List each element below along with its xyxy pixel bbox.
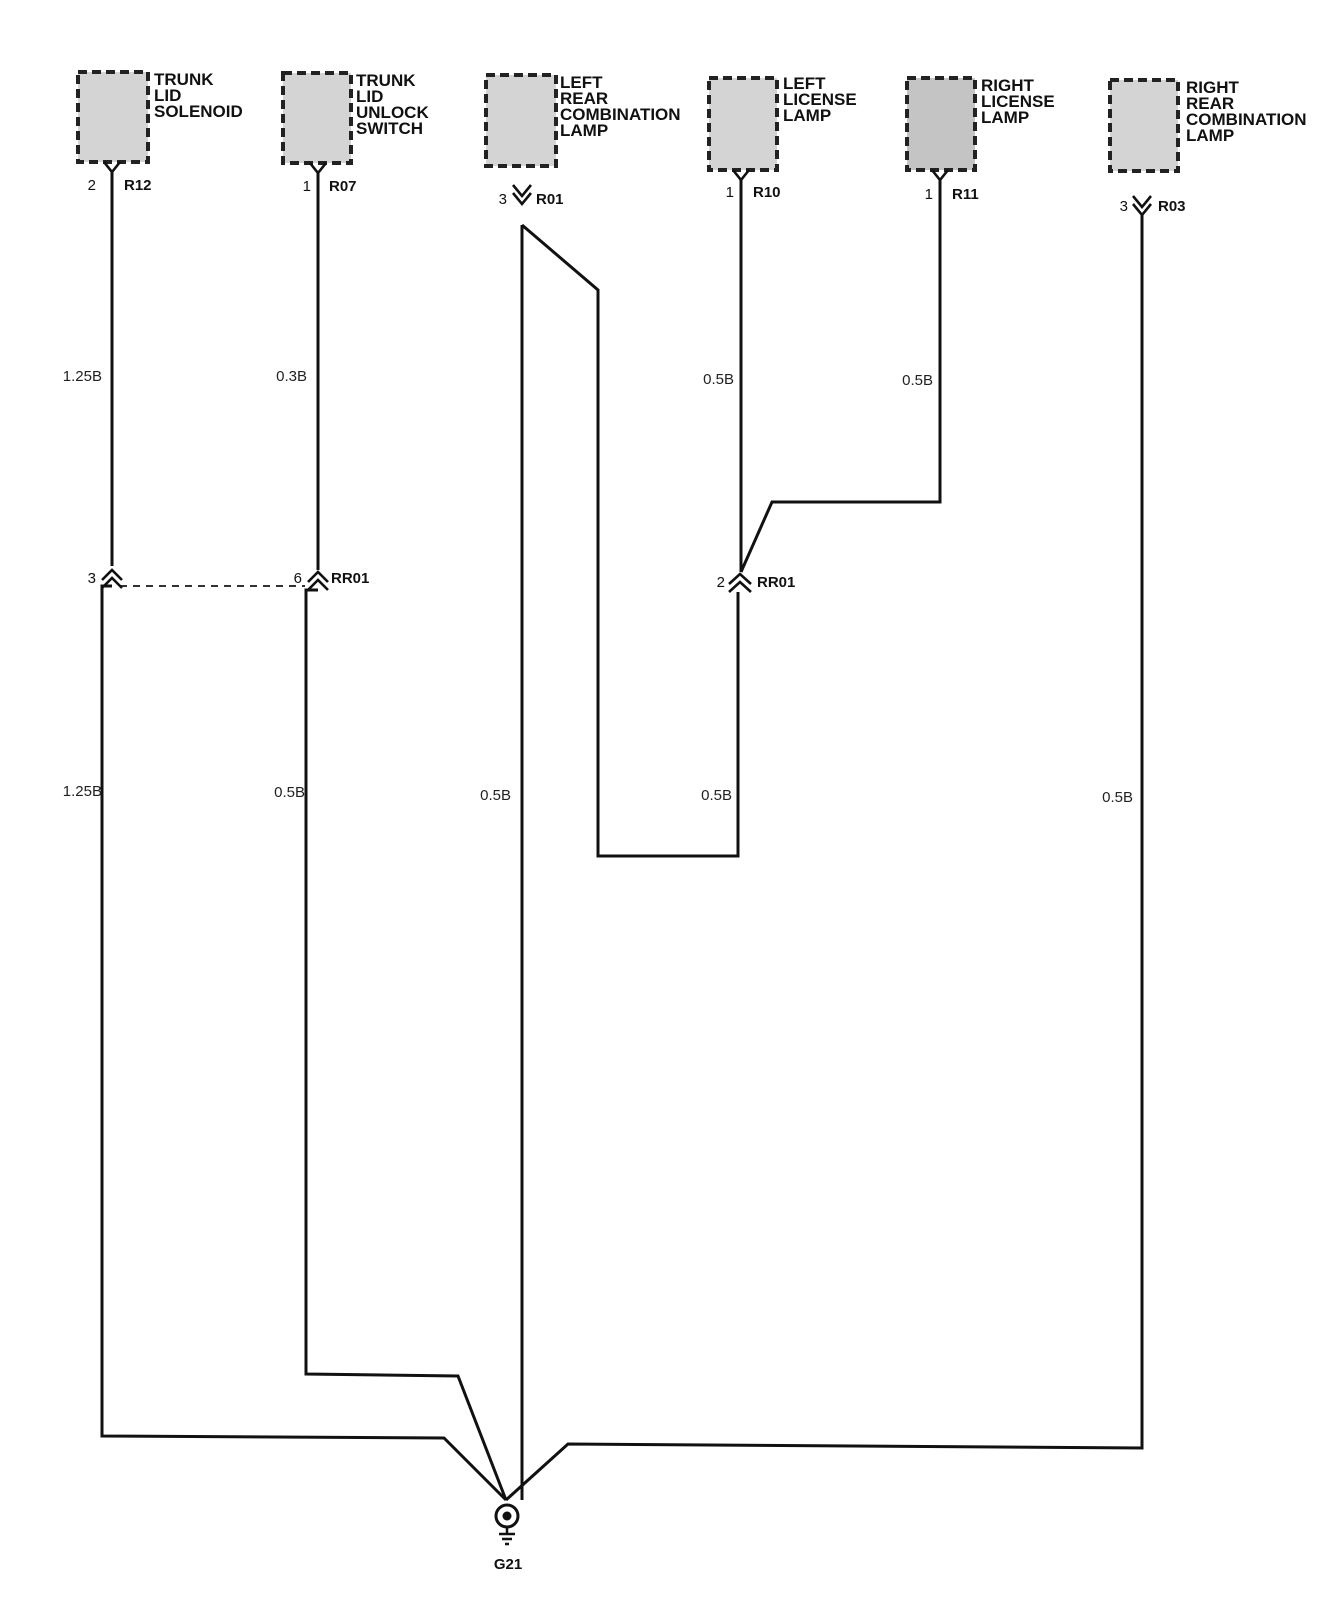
wire-label: 0.5B bbox=[701, 787, 732, 804]
wire-label: 0.3B bbox=[276, 368, 307, 385]
component-right-license-lamp: RIGHT LICENSE LAMP bbox=[905, 76, 1059, 172]
wire-label: 0.5B bbox=[902, 372, 933, 389]
ground-label: G21 bbox=[494, 1556, 522, 1573]
left-rear-combination-lamp-box bbox=[484, 73, 558, 168]
component-label-line: REAR bbox=[560, 89, 608, 108]
ground-g21: G21 bbox=[494, 1503, 522, 1573]
wire-left-rear-combination-lamp-loop bbox=[521, 223, 740, 858]
connector-name: R11 bbox=[952, 186, 979, 203]
inline-connector-name: RR01 bbox=[757, 574, 795, 591]
connector-r03: 3 R03 bbox=[1120, 195, 1186, 218]
svg-text:TRUNK LID SOLENOID: TRUNK LID SOLENOID bbox=[154, 70, 243, 121]
component-label-line: COMBINATION bbox=[1186, 110, 1307, 129]
wire-label: 0.5B bbox=[703, 371, 734, 388]
right-license-lamp-box bbox=[905, 76, 977, 172]
component-label-line: RIGHT bbox=[1186, 78, 1240, 97]
component-trunk-lid-solenoid: TRUNK LID SOLENOID bbox=[76, 70, 243, 164]
component-label-line: LEFT bbox=[783, 74, 826, 93]
component-left-rear-combination-lamp: LEFT REAR COMBINATION LAMP bbox=[484, 73, 685, 168]
wire-right-license-lamp bbox=[739, 180, 942, 573]
left-license-lamp-box bbox=[707, 76, 779, 172]
connector-symbol-icon bbox=[930, 169, 950, 183]
connector-r12: 2 R12 bbox=[88, 161, 152, 194]
connector-symbol-icon bbox=[511, 192, 533, 207]
connector-name: R03 bbox=[1158, 198, 1186, 215]
wire-label: 0.5B bbox=[1102, 789, 1133, 806]
svg-text:LEFT LICENSE LAMP: LEFT LICENSE LAMP bbox=[783, 74, 861, 125]
component-label-line: LEFT bbox=[560, 73, 603, 92]
connector-symbol-icon bbox=[1131, 195, 1153, 210]
connector-name: R10 bbox=[753, 184, 781, 201]
wire-label: 1.25B bbox=[63, 783, 102, 800]
component-label-line: TRUNK bbox=[356, 71, 416, 90]
component-label-line: RIGHT bbox=[981, 76, 1035, 95]
component-label-line: LAMP bbox=[981, 108, 1029, 127]
connector-pin: 2 bbox=[88, 177, 96, 194]
connector-r10: 1 R10 bbox=[726, 169, 781, 201]
component-label-line: LAMP bbox=[783, 106, 831, 125]
inline-connector-rr01-pin3: 3 bbox=[88, 568, 123, 589]
inline-connector-symbol-icon bbox=[307, 578, 329, 591]
component-right-rear-combination-lamp: RIGHT REAR COMBINATION LAMP bbox=[1108, 78, 1311, 173]
inline-connector-symbol-icon bbox=[101, 576, 123, 589]
svg-text:LEFT REAR COMBINAT: LEFT REAR COMBINATION LAMP bbox=[560, 73, 685, 140]
component-label-line: LICENSE bbox=[783, 90, 857, 109]
svg-text:RIGHT LICENSE LAMP: RIGHT LICENSE LAMP bbox=[981, 76, 1059, 127]
connector-r01: 3 R01 bbox=[499, 184, 564, 208]
wire-right-rear-combination-lamp bbox=[504, 215, 1144, 1502]
right-rear-combination-lamp-box bbox=[1108, 78, 1180, 173]
component-label-line: TRUNK bbox=[154, 70, 214, 89]
svg-text:RIGHT REAR COMBINA: RIGHT REAR COMBINATION LAMP bbox=[1186, 78, 1311, 145]
inline-connector-symbol-icon bbox=[728, 580, 752, 593]
inline-connector-symbol-icon bbox=[728, 572, 752, 585]
inline-connector-rr01-pin6: 6 RR01 bbox=[294, 570, 369, 591]
wire-label: 0.5B bbox=[274, 784, 305, 801]
connector-name: R12 bbox=[124, 177, 152, 194]
connector-pin: 1 bbox=[303, 178, 311, 195]
wire-label: 0.5B bbox=[480, 787, 511, 804]
inline-connector-pin: 6 bbox=[294, 570, 302, 587]
component-label-line: LID bbox=[154, 86, 181, 105]
connector-pin: 1 bbox=[726, 184, 734, 201]
component-label-line: LICENSE bbox=[981, 92, 1055, 111]
inline-connector-symbol-icon bbox=[307, 570, 329, 583]
component-label-line: REAR bbox=[1186, 94, 1234, 113]
inline-connector-symbol-icon bbox=[101, 568, 123, 581]
component-label-line: SOLENOID bbox=[154, 102, 243, 121]
trunk-lid-unlock-switch-box bbox=[281, 71, 353, 165]
ground-terminal-center-icon bbox=[502, 1511, 512, 1521]
wire-label: 1.25B bbox=[63, 368, 102, 385]
wire-trunk-lid-solenoid-lower bbox=[100, 584, 508, 1502]
component-label-line: COMBINATION bbox=[560, 105, 681, 124]
component-label-line: SWITCH bbox=[356, 119, 423, 138]
connector-name: R01 bbox=[536, 191, 564, 208]
inline-connector-pin: 3 bbox=[88, 570, 96, 587]
svg-text:TRUNK LID UNLOCK: TRUNK LID UNLOCK SWITCH bbox=[356, 71, 433, 138]
wire-trunk-lid-unlock-switch-lower bbox=[304, 588, 508, 1501]
component-label-line: LID bbox=[356, 87, 383, 106]
connector-pin: 1 bbox=[925, 186, 933, 203]
connector-r07: 1 R07 bbox=[303, 162, 357, 195]
component-label-line: UNLOCK bbox=[356, 103, 429, 122]
inline-connector-pin: 2 bbox=[717, 574, 725, 591]
connector-pin: 3 bbox=[499, 191, 507, 208]
connector-pin: 3 bbox=[1120, 198, 1128, 215]
component-label-line: LAMP bbox=[560, 121, 608, 140]
inline-connector-rr01-pin2: 2 RR01 bbox=[717, 572, 795, 593]
connector-symbol-icon bbox=[511, 184, 533, 199]
component-left-license-lamp: LEFT LICENSE LAMP bbox=[707, 74, 861, 172]
component-label-line: LAMP bbox=[1186, 126, 1234, 145]
trunk-lid-solenoid-box bbox=[76, 70, 150, 164]
inline-connector-name: RR01 bbox=[331, 570, 369, 587]
connector-name: R07 bbox=[329, 178, 357, 195]
component-trunk-lid-unlock-switch: TRUNK LID UNLOCK SWITCH bbox=[281, 71, 433, 165]
connector-r11: 1 R11 bbox=[925, 169, 979, 203]
